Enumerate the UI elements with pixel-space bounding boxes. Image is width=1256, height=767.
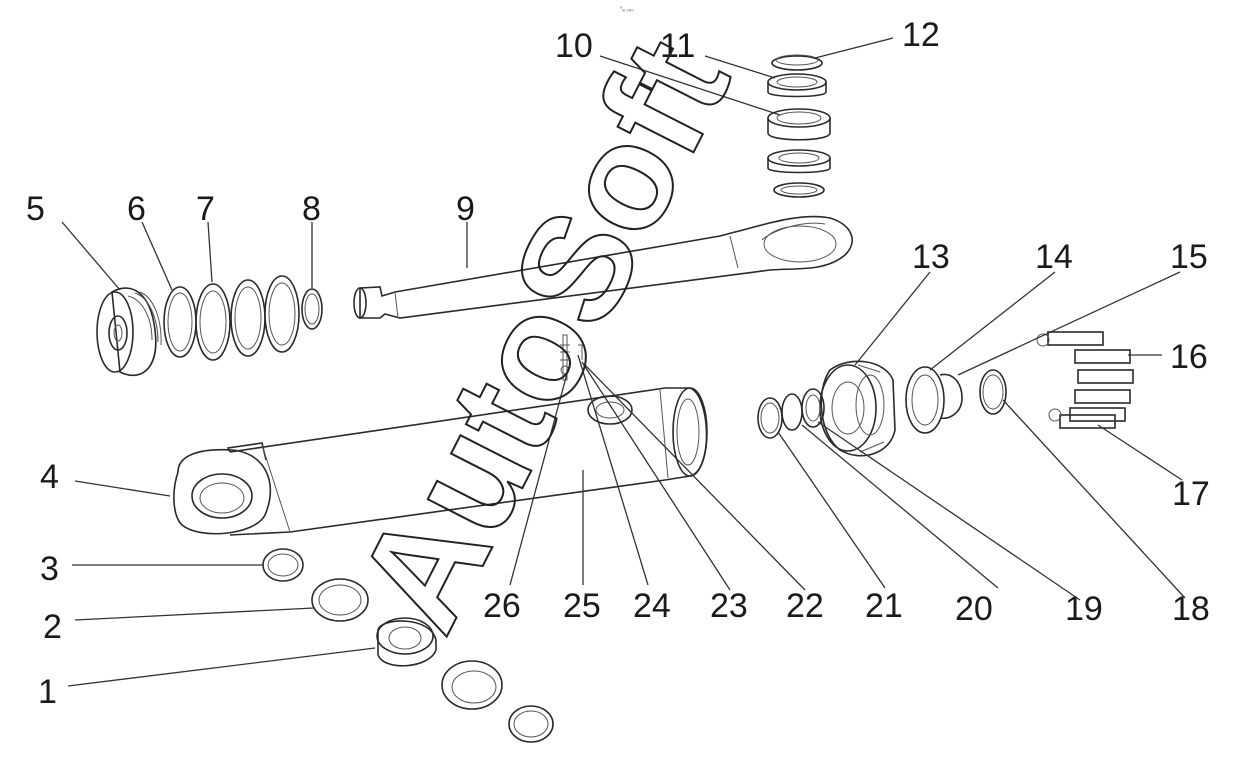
callout-10: 10 xyxy=(555,27,593,65)
gland-bolts xyxy=(1036,331,1134,429)
grease-fitting xyxy=(560,334,583,381)
callout-1: 1 xyxy=(38,673,57,711)
callout-labels: 1 2 3 4 5 6 7 8 9 10 11 12 13 14 15 16 1… xyxy=(26,16,1210,711)
callout-18: 18 xyxy=(1172,590,1210,628)
leader-lines xyxy=(61,37,1186,687)
callout-20: 20 xyxy=(955,590,993,628)
callout-23: 23 xyxy=(710,587,748,625)
callout-11: 11 xyxy=(660,27,695,65)
callout-17: 17 xyxy=(1172,475,1210,513)
callout-26: 26 xyxy=(483,587,521,625)
callout-14: 14 xyxy=(1035,238,1073,276)
piston-assembly xyxy=(96,275,323,377)
callout-15: 15 xyxy=(1170,238,1208,276)
cylinder-barrel xyxy=(173,387,708,536)
eye-bearing-set xyxy=(262,548,554,743)
callout-7: 7 xyxy=(196,190,215,228)
watermark: AutoSoft xyxy=(324,14,761,654)
gland-assembly xyxy=(757,360,1007,457)
callout-3: 3 xyxy=(40,550,59,588)
callout-4: 4 xyxy=(40,458,59,496)
callout-12: 12 xyxy=(902,16,940,54)
callout-6: 6 xyxy=(127,190,146,228)
callout-22: 22 xyxy=(786,587,824,625)
callout-8: 8 xyxy=(302,190,321,228)
callout-25: 25 xyxy=(563,587,601,625)
callout-13: 13 xyxy=(912,238,950,276)
callout-2: 2 xyxy=(43,608,62,646)
callout-5: 5 xyxy=(26,190,45,228)
callout-24: 24 xyxy=(633,587,671,625)
callout-19: 19 xyxy=(1065,590,1103,628)
callout-21: 21 xyxy=(865,587,903,625)
piston-rod xyxy=(353,215,853,319)
callout-16: 16 xyxy=(1170,338,1208,376)
bearing-stack xyxy=(767,54,831,198)
callout-9: 9 xyxy=(456,190,475,228)
header-mark: °ₐ ₀₀₀ xyxy=(620,7,634,13)
